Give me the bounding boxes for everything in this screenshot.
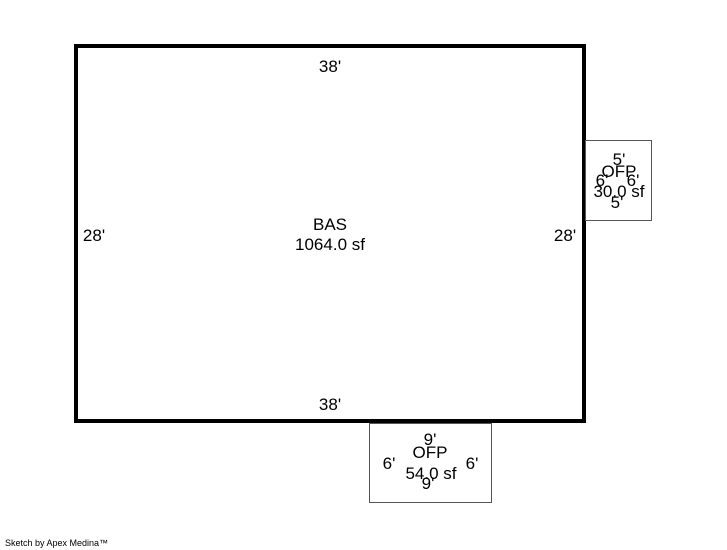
main-area-right-dimension: 28' — [553, 226, 577, 245]
porch-bottom-bottom-dimension: 9' — [421, 474, 435, 493]
porch-bottom-left-dimension: 6' — [382, 454, 396, 473]
main-area-size: 1064.0 sf — [295, 235, 365, 254]
porch-bottom-size: 54.0 sf — [405, 464, 457, 483]
porch-bottom-code: OFP — [412, 443, 448, 462]
porch-right-right-dimension: 6' — [626, 171, 640, 190]
porch-right-outline — [585, 140, 652, 221]
main-area-outline — [74, 44, 586, 423]
main-area-top-dimension: 38' — [318, 57, 342, 76]
porch-right-size: 30.0 sf — [593, 182, 645, 201]
porch-bottom-right-dimension: 6' — [465, 454, 479, 473]
main-area-left-dimension: 28' — [82, 226, 106, 245]
porch-right-bottom-dimension: 5' — [610, 193, 624, 212]
sketch-credit: Sketch by Apex Medina™ — [5, 538, 109, 548]
porch-bottom-top-dimension: 9' — [423, 430, 437, 449]
porch-bottom-outline — [369, 423, 492, 503]
porch-right-top-dimension: 5' — [612, 150, 626, 169]
main-area-bottom-dimension: 38' — [318, 395, 342, 414]
porch-right-left-dimension: 6' — [595, 171, 609, 190]
main-area-code: BAS — [312, 215, 348, 234]
porch-right-code: OFP — [601, 162, 637, 181]
